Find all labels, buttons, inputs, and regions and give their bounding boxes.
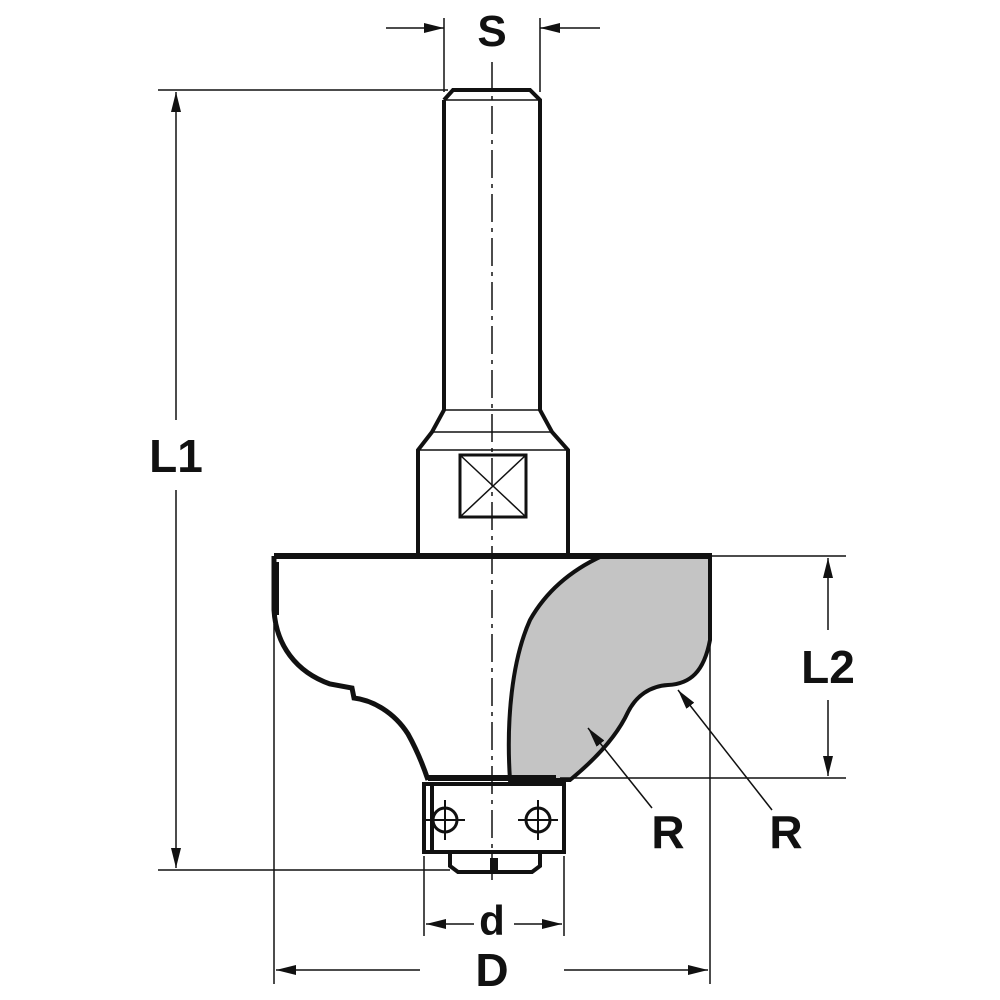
label-r-inner: R [651, 806, 684, 858]
dimension-l1: L1 [149, 89, 450, 871]
wrench-flat [458, 453, 528, 519]
screw-left-icon [425, 800, 465, 840]
left-profile [271, 556, 431, 781]
label-r-outer: R [769, 806, 802, 858]
dimension-l2: L2 [560, 555, 855, 779]
dimension-s: S [386, 7, 600, 92]
cutter-body [271, 553, 712, 782]
label-d-small: d [479, 897, 505, 944]
screw-right-icon [518, 800, 558, 840]
label-l2: L2 [801, 641, 855, 693]
carbide-insert [506, 554, 712, 782]
dimension-d-large: D [273, 624, 711, 996]
label-l1: L1 [149, 430, 203, 482]
bearing [422, 782, 566, 874]
label-s: S [477, 7, 506, 56]
label-d-large: D [475, 944, 508, 996]
dimension-d-small: d [423, 856, 565, 944]
dimension-r-inner: R [587, 727, 685, 858]
dimension-r-outer: R [677, 689, 803, 858]
